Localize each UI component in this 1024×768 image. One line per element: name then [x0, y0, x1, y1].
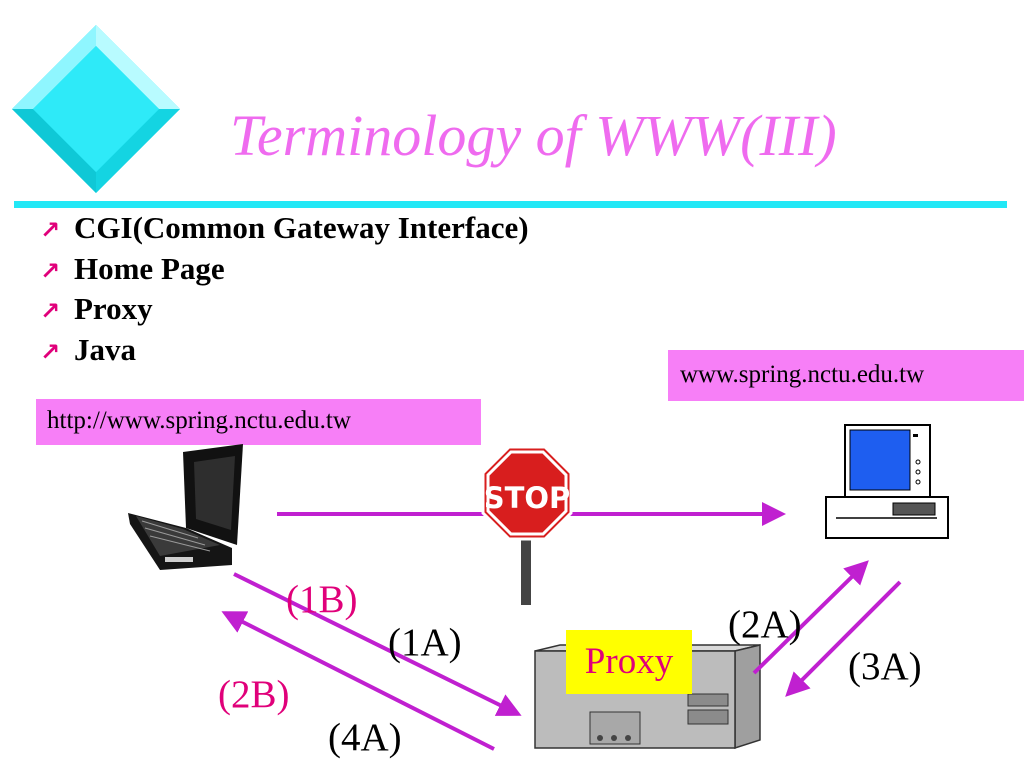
- bullet-text: CGI(Common Gateway Interface): [74, 210, 529, 245]
- proxy-label: Proxy: [566, 630, 692, 694]
- step-1a-label: (1A): [388, 621, 462, 664]
- step-2b-label: (2B): [218, 673, 290, 716]
- arrow-up-right-icon: ↗: [40, 297, 61, 325]
- client-url-label: http://www.spring.nctu.edu.tw: [36, 399, 481, 445]
- bullet-text: Home Page: [74, 250, 225, 286]
- bullet-item: ↗ CGI(Common Gateway Interface): [40, 210, 529, 251]
- bullet-item: ↗ Java: [40, 332, 529, 373]
- arrow-3a: [785, 580, 902, 697]
- arrow-1a: [233, 572, 522, 716]
- slide-title: Terminology of WWW(III): [230, 103, 837, 168]
- arrow-4a: [221, 611, 495, 751]
- diamond-logo: [12, 25, 180, 193]
- computer-icon: [825, 424, 949, 539]
- bullet-item: ↗ Proxy: [40, 291, 529, 332]
- bullet-list: ↗ CGI(Common Gateway Interface) ↗ Home Pag…: [40, 210, 529, 372]
- arrow-up-right-icon: ↗: [40, 216, 61, 244]
- laptop-icon: [128, 444, 243, 570]
- arrow-up-right-icon: ↗: [40, 337, 61, 366]
- title-divider: [14, 201, 1007, 208]
- step-4a-label: (4A): [328, 716, 402, 759]
- bullet-text: Proxy: [74, 291, 153, 326]
- step-1b-label: (1B): [286, 578, 358, 621]
- server-host-label: www.spring.nctu.edu.tw: [668, 350, 1024, 401]
- bullet-item: ↗ Home Page: [40, 251, 529, 292]
- stop-sign-icon: STOP: [481, 445, 573, 605]
- bullet-text: Java: [74, 331, 136, 367]
- arrow-up-right-icon: ↗: [40, 256, 61, 285]
- stop-sign-text: STOP: [484, 481, 571, 515]
- step-2a-label: (2A): [728, 603, 802, 646]
- arrow-2a: [752, 560, 869, 675]
- step-3a-label: (3A): [848, 645, 922, 688]
